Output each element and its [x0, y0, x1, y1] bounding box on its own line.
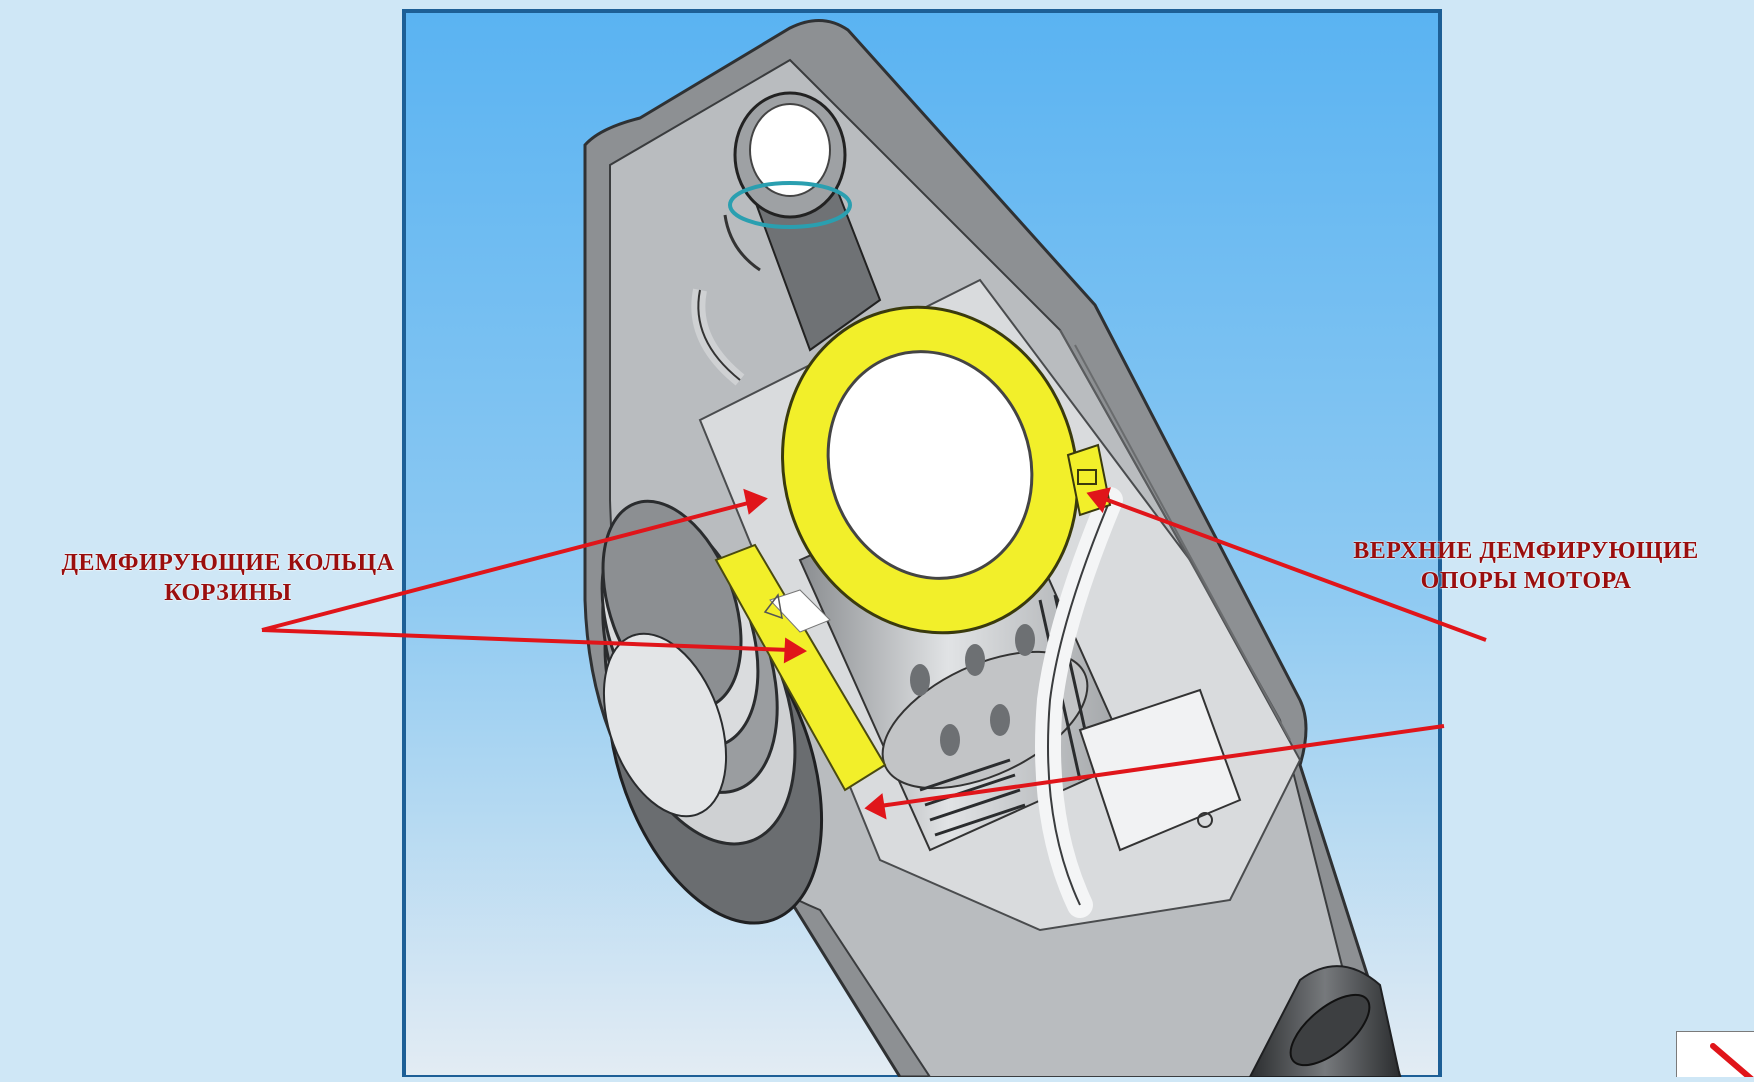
label-left-line1: ДЕМФИРУЮЩИЕ КОЛЬЦА: [61, 550, 395, 576]
inlet-pipe: [691, 91, 882, 386]
label-right-line1: ВЕРХНИЕ ДЕМФИРУЮЩИЕ: [1353, 538, 1699, 564]
drain-hose: [1248, 965, 1402, 1077]
counterweight: [1078, 688, 1242, 852]
lower-damper-ring: [714, 543, 887, 792]
label-basket-damper-rings: ДЕМФИРУЮЩИЕ КОЛЬЦА КОРЗИНЫ: [8, 548, 448, 608]
annotation-arrows: [261, 487, 1487, 820]
upper-damper-ring: [781, 305, 1079, 635]
pulley: [600, 499, 824, 925]
label-motor-upper-damper-supports: ВЕРХНИЕ ДЕМФИРУЮЩИЕ ОПОРЫ МОТОРА: [1296, 536, 1754, 596]
label-left-line2: КОРЗИНЫ: [164, 580, 292, 606]
broken-image-icon: [1676, 1031, 1754, 1077]
label-right-line2: ОПОРЫ МОТОРА: [1420, 568, 1632, 594]
